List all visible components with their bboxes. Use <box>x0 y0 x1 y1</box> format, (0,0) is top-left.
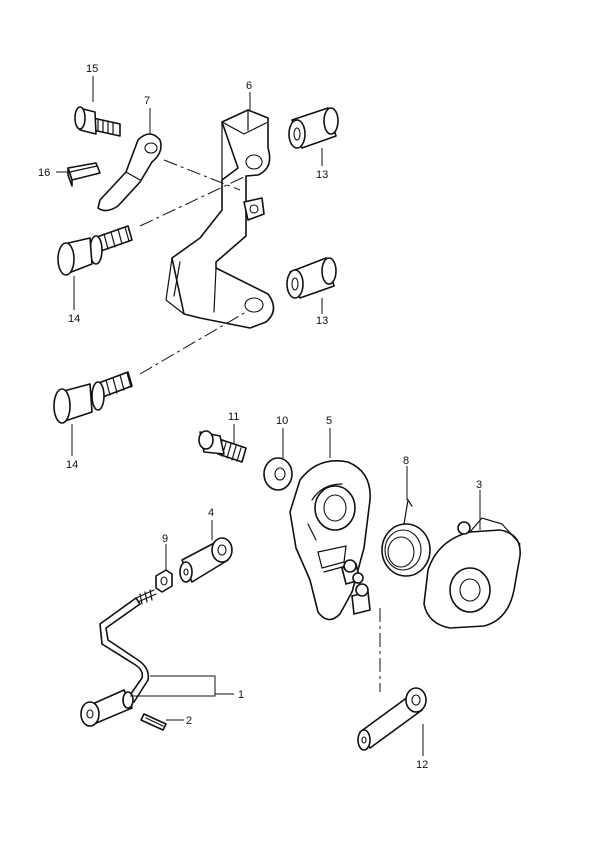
part-11-bolt[interactable] <box>198 430 247 463</box>
part-8-spring[interactable] <box>381 498 431 577</box>
callout-16: 16 <box>38 167 50 179</box>
part-14-bolt-lower[interactable] <box>53 371 133 424</box>
callout-labels: 15 7 6 16 13 14 13 14 11 10 5 8 3 4 9 1 … <box>38 63 482 771</box>
part-9-nut[interactable] <box>155 569 173 593</box>
callout-14-lower: 14 <box>66 459 78 471</box>
callout-13-lower: 13 <box>316 315 328 327</box>
callout-3: 3 <box>476 479 482 491</box>
callout-1: 1 <box>238 689 244 701</box>
callout-10: 10 <box>276 415 288 427</box>
callout-12: 12 <box>416 759 428 771</box>
part-13-bushing-upper[interactable] <box>288 107 339 149</box>
part-7-lever-plate[interactable] <box>97 133 162 212</box>
part-12-link[interactable] <box>357 687 427 751</box>
callout-11: 11 <box>228 411 239 423</box>
part-1-rod[interactable] <box>80 589 157 727</box>
part-4-link-end[interactable] <box>179 537 233 583</box>
callout-6: 6 <box>246 80 252 92</box>
part-10-washer[interactable] <box>263 457 293 491</box>
callout-15: 15 <box>86 63 98 75</box>
callout-2: 2 <box>186 715 192 727</box>
part-16-clip[interactable] <box>67 162 101 187</box>
assembly-lines <box>139 159 381 692</box>
callout-5: 5 <box>326 415 332 427</box>
callout-7: 7 <box>144 95 150 107</box>
callout-4: 4 <box>208 507 214 519</box>
part-14-bolt-upper[interactable] <box>57 225 133 276</box>
part-5-cam-plate[interactable] <box>289 460 371 621</box>
part-6-bracket[interactable] <box>165 109 275 329</box>
callout-14-upper: 14 <box>68 313 80 325</box>
part-15-bolt[interactable] <box>74 106 121 137</box>
part-13-bushing-lower[interactable] <box>286 257 337 299</box>
part-2-pin[interactable] <box>140 713 167 731</box>
callout-13-upper: 13 <box>316 169 328 181</box>
leader-lines <box>56 76 481 756</box>
callout-8: 8 <box>403 455 409 467</box>
callout-9: 9 <box>162 533 168 545</box>
part-3-cover[interactable] <box>423 517 521 629</box>
